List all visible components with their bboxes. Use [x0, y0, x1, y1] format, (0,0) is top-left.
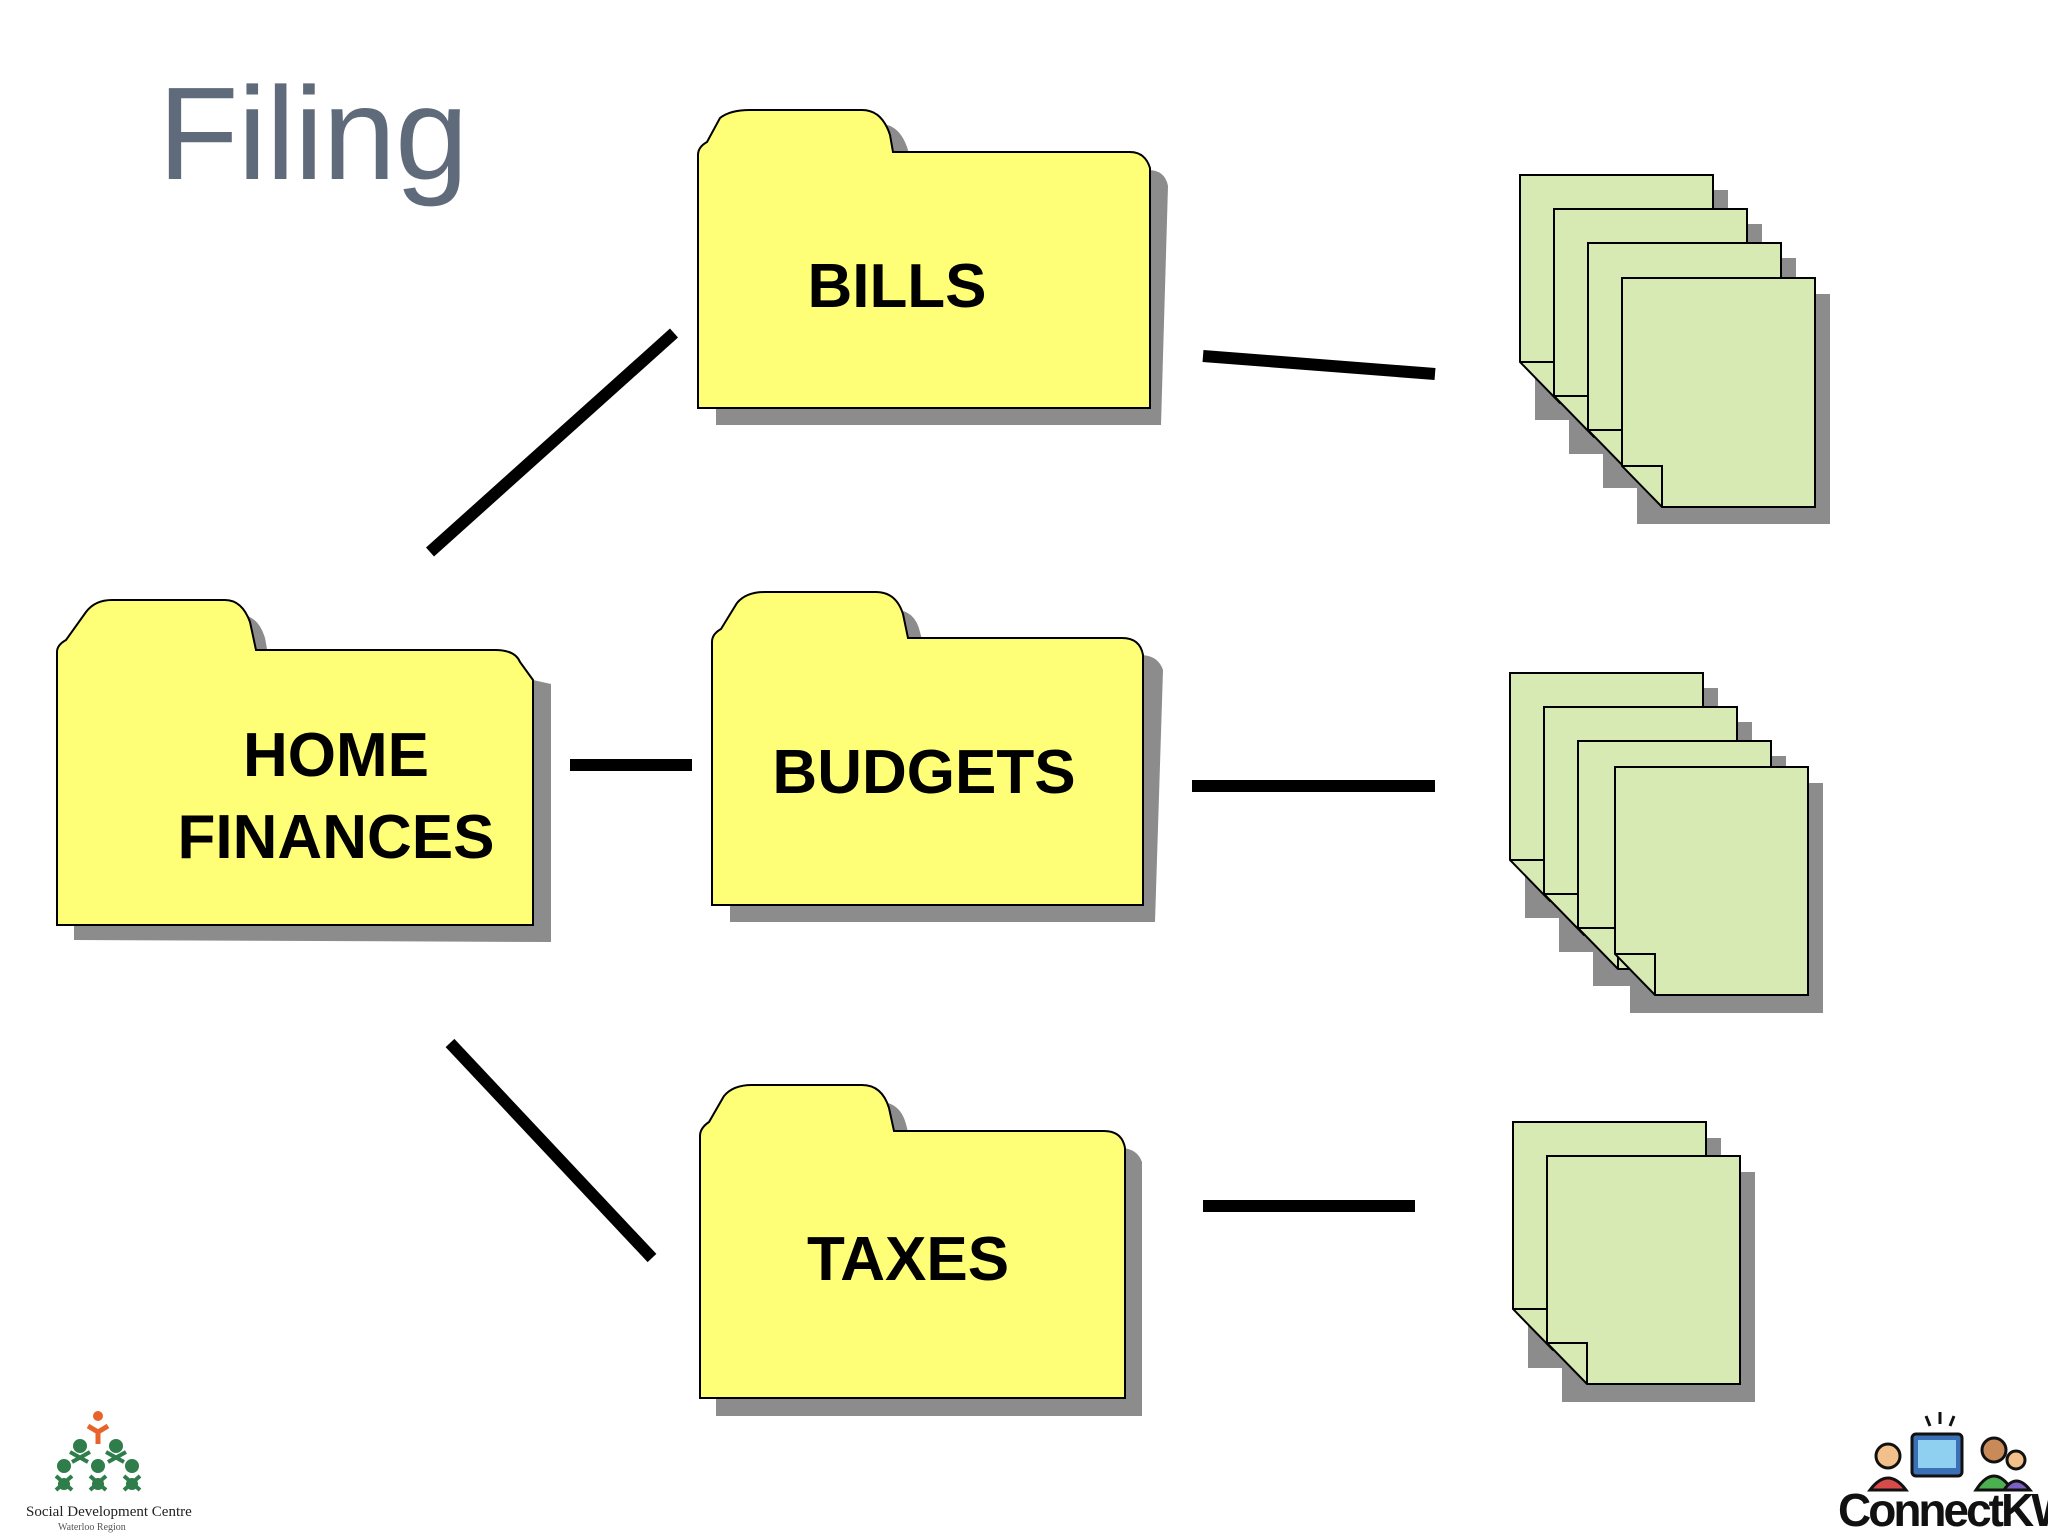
- social-development-centre-logo: Social Development Centre Waterloo Regio…: [26, 1411, 192, 1533]
- folder-home-finances-label-line2: FINANCES: [178, 803, 495, 872]
- connector-home-bills: [425, 328, 679, 557]
- social-development-centre-subline: Waterloo Region: [58, 1522, 126, 1533]
- document-stack-budgets: [1509, 672, 1823, 1013]
- document-stack-taxes: [1512, 1121, 1755, 1402]
- social-development-centre-name: Social Development Centre: [26, 1504, 192, 1520]
- slide-title: Filing: [158, 60, 468, 207]
- folder-home-finances: HOME FINANCES: [56, 599, 551, 942]
- folder-bills-label: BILLS: [807, 252, 986, 321]
- document-page: [1614, 766, 1823, 1013]
- folder-body: [699, 1084, 1126, 1399]
- folder-taxes-label: TAXES: [807, 1225, 1009, 1294]
- document-page: [1546, 1155, 1755, 1402]
- connector-home-taxes: [445, 1038, 657, 1263]
- connectors: [425, 328, 1436, 1263]
- folder-home-finances-label-line1: HOME: [243, 721, 429, 790]
- document-page: [1621, 277, 1830, 524]
- folder-body: [711, 591, 1144, 906]
- folder-budgets-label: BUDGETS: [772, 738, 1075, 807]
- folder-body: [697, 109, 1151, 409]
- folder-taxes: TAXES: [699, 1084, 1142, 1416]
- folder-bills: BILLS: [697, 109, 1168, 425]
- connector-bills-docs: [1202, 350, 1436, 380]
- document-stack-bills: [1519, 174, 1830, 524]
- connectkw-logo: ConnectKW: [1838, 1412, 2048, 1536]
- connectkw-name: ConnectKW: [1838, 1484, 2048, 1536]
- folder-budgets: BUDGETS: [711, 591, 1163, 922]
- folder-body: [56, 599, 534, 926]
